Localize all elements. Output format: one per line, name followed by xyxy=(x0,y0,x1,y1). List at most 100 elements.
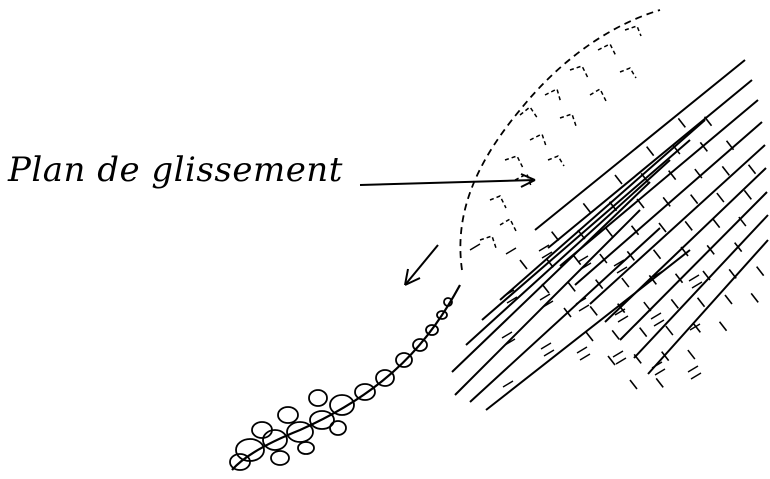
joint-tick xyxy=(633,353,642,364)
boulder xyxy=(308,389,328,407)
layer-dash xyxy=(539,293,551,301)
joint-tick xyxy=(563,307,572,318)
joint-tick xyxy=(608,201,618,212)
joint-tick xyxy=(595,279,604,290)
joint-tick xyxy=(599,253,608,264)
joint-tick xyxy=(640,172,649,183)
joint-tick xyxy=(652,249,662,260)
joint-tick xyxy=(567,281,576,292)
joint-tick xyxy=(712,218,721,229)
displaced-block xyxy=(597,42,617,57)
layer-dash xyxy=(543,349,555,357)
joint-tick xyxy=(747,164,757,175)
layer-dash xyxy=(650,312,662,320)
joint-tick xyxy=(687,349,696,360)
slip-surface-curve xyxy=(231,284,461,471)
joint-tick xyxy=(582,202,591,213)
displaced-block xyxy=(499,217,517,232)
layer-dash xyxy=(504,338,516,346)
boulder xyxy=(277,406,299,424)
label-pointer-head xyxy=(520,173,536,188)
joint-tick xyxy=(577,229,586,240)
stratum-line xyxy=(589,144,766,305)
displaced-block xyxy=(624,25,642,37)
boulder xyxy=(436,310,448,320)
layer-dash xyxy=(505,247,517,255)
boulder xyxy=(395,352,413,368)
layer-dash xyxy=(615,357,627,365)
layer-dash xyxy=(579,353,591,361)
joint-tick xyxy=(551,231,560,242)
joint-tick xyxy=(541,283,550,294)
joint-tick xyxy=(728,268,737,279)
stratum-line xyxy=(534,59,746,231)
rock-strata-layers xyxy=(451,59,769,411)
stratum-line xyxy=(559,99,759,267)
joint-tick xyxy=(626,250,635,261)
joint-tick xyxy=(519,259,528,270)
boulder xyxy=(443,297,453,307)
movement-arrow-line xyxy=(404,244,439,286)
boulder xyxy=(229,453,251,471)
layer-dash xyxy=(580,262,592,270)
layer-dash xyxy=(690,372,702,380)
layer-dash xyxy=(691,281,703,289)
boulder xyxy=(270,450,290,466)
layer-dash xyxy=(501,331,513,339)
joint-tick xyxy=(614,174,623,185)
stratum-line xyxy=(481,139,691,321)
displaced-block xyxy=(504,155,524,169)
joint-tick xyxy=(684,220,693,231)
joint-tick xyxy=(639,327,648,338)
displaced-block xyxy=(569,65,589,79)
joint-tick xyxy=(621,277,630,288)
layer-dash xyxy=(506,296,518,304)
stratum-line xyxy=(547,79,753,249)
slip-curve xyxy=(231,284,461,471)
joint-tick xyxy=(643,301,652,312)
layer-dash xyxy=(538,244,550,252)
boulder xyxy=(375,369,395,387)
joint-tick xyxy=(646,146,655,157)
arrows xyxy=(359,173,536,286)
stratum-line xyxy=(469,227,661,403)
joint-tick xyxy=(756,266,765,277)
layer-dash xyxy=(617,315,629,323)
layer-dash xyxy=(688,274,700,282)
joint-tick xyxy=(589,305,598,316)
boulder xyxy=(251,421,273,439)
joint-tick xyxy=(668,170,677,181)
layer-dash xyxy=(651,361,663,369)
slip-plane-label: Plan de glissement xyxy=(8,150,343,190)
boulder xyxy=(309,410,335,430)
boulder xyxy=(425,324,439,336)
stratum-line xyxy=(647,239,769,375)
stratum-line xyxy=(454,209,641,396)
displaced-block xyxy=(489,195,507,209)
joint-tick xyxy=(661,351,670,362)
layer-dash xyxy=(577,255,589,263)
joint-tick xyxy=(677,117,686,128)
joint-tick xyxy=(658,222,667,233)
joint-tick xyxy=(585,331,594,342)
joint-tick xyxy=(702,270,711,281)
layer-dash xyxy=(652,270,664,278)
joint-tick xyxy=(670,298,679,309)
layer-dash xyxy=(653,319,665,327)
layer-dash xyxy=(689,323,701,331)
displaced-block xyxy=(544,87,562,104)
joint-tick xyxy=(607,355,616,366)
layer-dash xyxy=(502,380,514,388)
joint-tick xyxy=(706,244,715,255)
displaced-block xyxy=(547,155,565,167)
joint-tick xyxy=(734,242,743,253)
joint-tick xyxy=(545,257,554,268)
displaced-block xyxy=(529,132,547,147)
joint-tick xyxy=(690,194,699,205)
layer-dash xyxy=(616,266,628,274)
layer-dash xyxy=(578,304,590,312)
displaced-block xyxy=(479,235,497,249)
layer-dash xyxy=(503,289,515,297)
